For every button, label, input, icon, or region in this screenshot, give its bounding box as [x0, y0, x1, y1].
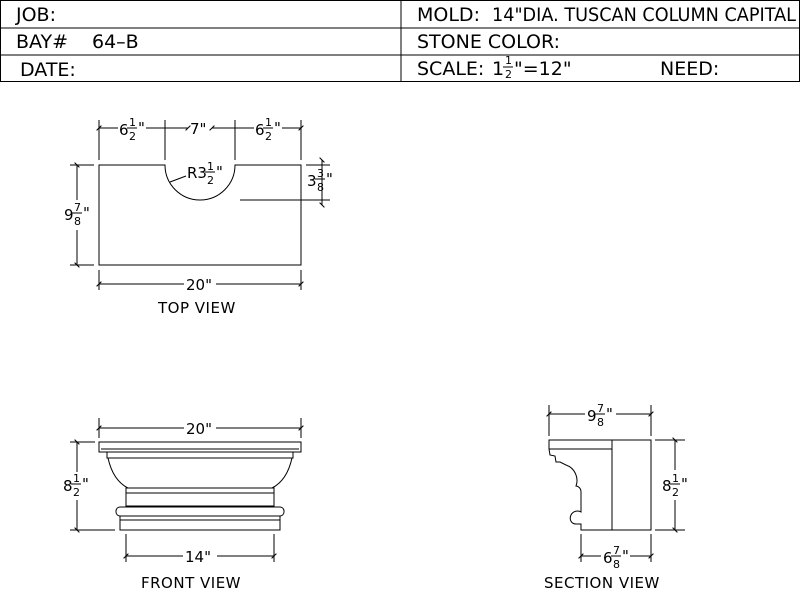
svg-text:3: 3	[317, 167, 324, 180]
svg-text:8: 8	[662, 477, 672, 495]
need-label: NEED:	[660, 58, 719, 80]
svg-text:1: 1	[265, 116, 272, 129]
top-view-dim-radius: R3 1 2 "	[187, 160, 223, 187]
front-view-dim-bottom: 14"	[185, 548, 211, 566]
front-view-outline	[98, 441, 302, 531]
svg-text:": "	[326, 170, 333, 188]
svg-text:9: 9	[587, 407, 597, 425]
top-view: 6 1 2 " 7" 6 1 2 " R3 1 2 " 3 3 8	[64, 116, 333, 317]
svg-text:": "	[274, 119, 281, 137]
svg-text:8: 8	[63, 477, 73, 495]
bay-value: 64–B	[92, 31, 139, 53]
top-view-dim-height: 9 7 8 "	[64, 201, 90, 228]
section-view-outline	[548, 439, 652, 531]
scale-label: SCALE:	[417, 58, 484, 80]
top-view-dim-left: 6 1 2 "	[119, 116, 145, 143]
svg-text:6: 6	[603, 549, 613, 567]
svg-text:1: 1	[672, 472, 679, 485]
svg-text:2: 2	[672, 486, 679, 499]
svg-text:8: 8	[317, 181, 324, 194]
top-view-label: TOP VIEW	[157, 299, 236, 317]
svg-text:3: 3	[307, 172, 317, 190]
svg-text:1: 1	[73, 472, 80, 485]
svg-text:7: 7	[74, 201, 81, 214]
svg-text:R3: R3	[187, 164, 207, 182]
front-view-label: FRONT VIEW	[141, 574, 241, 591]
mold-label: MOLD:	[417, 4, 480, 26]
svg-text:8: 8	[597, 416, 604, 429]
svg-text:1: 1	[492, 58, 504, 80]
svg-text:2: 2	[73, 486, 80, 499]
svg-text:2: 2	[505, 68, 512, 81]
section-view-dim-top: 9 7 8 "	[587, 402, 613, 429]
section-view-label: SECTION VIEW	[544, 574, 660, 591]
svg-text:8: 8	[74, 215, 81, 228]
svg-text:1: 1	[207, 160, 214, 173]
svg-text:1: 1	[505, 54, 512, 67]
svg-text:2: 2	[265, 130, 272, 143]
top-view-dim-width: 20"	[186, 276, 212, 294]
svg-text:2: 2	[129, 130, 136, 143]
section-view-dim-bottom: 6 7 8 "	[603, 544, 629, 571]
svg-text:6: 6	[255, 121, 265, 139]
svg-text:6: 6	[119, 121, 129, 139]
front-view-dim-top: 20"	[186, 420, 212, 438]
svg-text:2: 2	[207, 174, 214, 187]
svg-text:": "	[606, 405, 613, 423]
date-label: DATE:	[20, 59, 76, 81]
front-view-dim-height: 8 1 2 "	[63, 472, 89, 499]
svg-text:": "	[138, 119, 145, 137]
bay-label: BAY#	[16, 31, 68, 53]
svg-text:": "	[622, 547, 629, 565]
top-view-dim-mid: 7"	[190, 120, 206, 138]
top-view-dim-right: 6 1 2 "	[255, 116, 281, 143]
scale-value: 1 1 2 "=12"	[492, 54, 572, 81]
front-view: 20" 8 1 2 " 14" FRONT VIEW	[63, 418, 304, 591]
svg-text:": "	[83, 204, 90, 222]
title-block: JOB: BAY# 64–B DATE: MOLD: 14"DIA. TUSCA…	[0, 0, 800, 82]
svg-text:7: 7	[597, 402, 604, 415]
section-view: 9 7 8 " 8 1 2 " 6 7 8 " SECTION VIEW	[544, 402, 688, 591]
mold-value: 14"DIA. TUSCAN COLUMN CAPITAL	[492, 4, 796, 26]
svg-text:8: 8	[613, 558, 620, 571]
svg-text:": "	[681, 475, 688, 493]
svg-text:": "	[216, 163, 223, 181]
svg-text:"=12": "=12"	[514, 58, 572, 80]
svg-text:1: 1	[129, 116, 136, 129]
job-label: JOB:	[15, 4, 56, 26]
top-view-outline	[98, 164, 302, 266]
top-view-dim-depth: 3 3 8 "	[307, 167, 333, 194]
section-view-dim-height: 8 1 2 "	[662, 472, 688, 499]
svg-text:7: 7	[613, 544, 620, 557]
svg-text:9: 9	[64, 206, 74, 224]
svg-text:": "	[82, 475, 89, 493]
stone-color-label: STONE COLOR:	[417, 31, 560, 53]
